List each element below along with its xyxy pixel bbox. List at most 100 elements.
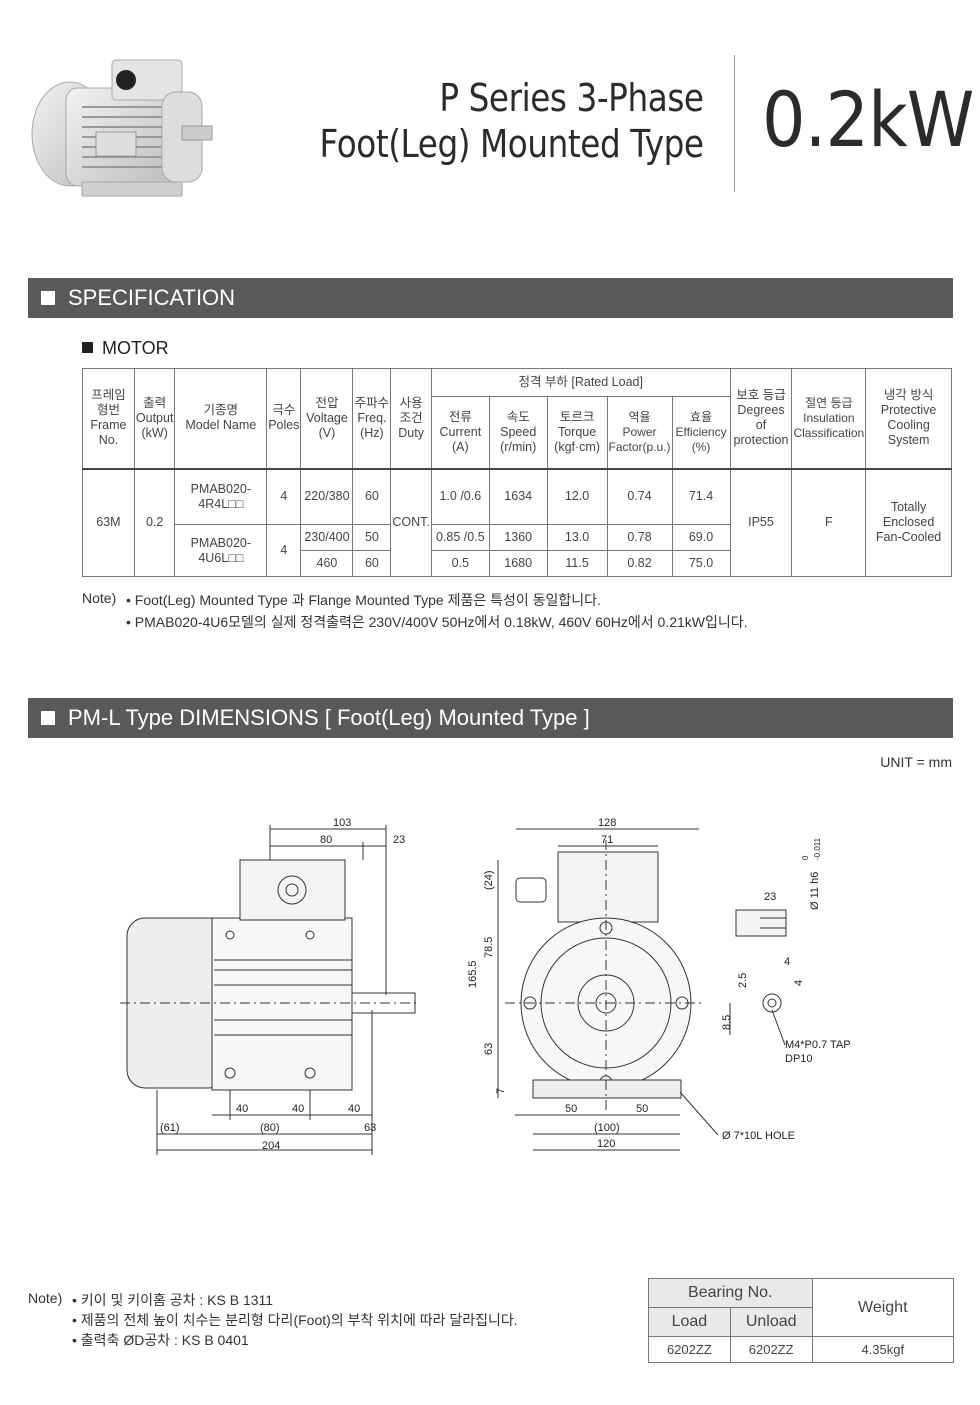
cell-current: 1.0 /0.6 [430,467,490,525]
note-item: • 출력축 ØD공차 : KS B 0401 [72,1332,249,1348]
cell-duty: CONT. [390,467,432,577]
title-divider [734,55,735,192]
motor-subheading: MOTOR [82,338,169,359]
cell-voltage: 220/380 [300,467,354,525]
dim-front-left-d: 7 [495,1088,507,1094]
dim-front-top-a: 71 [601,834,613,846]
bearing-no-header: Bearing No. [648,1278,813,1308]
cell-insulation: F [791,467,867,577]
cell-pf: 0.74 [606,467,673,525]
cell-output: 0.2 [133,467,176,577]
bearing-table: Bearing No. Weight Load Unload 6202ZZ 62… [648,1278,955,1363]
load-value: 6202ZZ [648,1336,731,1363]
cell-model-1: PMAB020-4R4L□□ [174,467,268,525]
dim-shaft-tol-upper: 0 [801,855,810,860]
dim-front-bottom-a: (100) [594,1122,620,1134]
dim-key-h: 4 [793,980,805,986]
dim-shaft-tol-lower: -0.011 [813,837,822,860]
page-title: P Series 3-Phase Foot(Leg) Mounted Type [319,75,705,167]
dim-front-spacing: 50 [565,1103,577,1115]
cell-voltage: 230/400 [300,524,354,551]
dim-shaft-dia: Ø 11 h6 [809,872,821,910]
cell-eff: 75.0 [671,550,731,577]
dim-front-spacing: 50 [636,1103,648,1115]
note-item: • 키이 및 키이홈 공차 : KS B 1311 [72,1292,274,1308]
dim-side-bottom: (80) [260,1122,280,1134]
note-label-2: Note) [28,1290,63,1306]
cell-pf: 0.78 [606,524,673,551]
dim-front-left-b: 78.5 [483,937,495,958]
cell-poles-1: 4 [266,467,302,525]
unload-header: Unload [729,1307,813,1337]
dim-side-spacing: 40 [236,1103,248,1115]
dim-front-bottom-total: 120 [597,1138,615,1150]
cell-freq: 60 [352,467,392,525]
table-row: 460 60 0.5 1680 11.5 0.82 75.0 [83,550,952,577]
note-item: • PMAB020-4U6모델의 실제 정격출력은 230V/400V 50Hz… [126,614,748,630]
dim-side-top-a: 80 [320,834,332,846]
unload-value: 6202ZZ [729,1336,813,1363]
unit-label: UNIT = mm [880,754,952,770]
dim-side-spacing: 40 [292,1103,304,1115]
cell-current: 0.85 /0.5 [430,524,490,551]
dim-dp: DP10 [785,1053,813,1065]
cell-freq: 60 [352,550,392,577]
dimension-drawing: 103 80 23 40 40 40 (61) (80) 63 204 128 … [120,817,851,1155]
power-rating: 0.2kW [762,75,974,164]
cell-speed: 1634 [488,467,548,525]
dim-front-top-total: 128 [598,817,616,829]
section-dimensions: PM-L Type DIMENSIONS [ Foot(Leg) Mounted… [28,698,953,738]
cell-poles-2: 4 [266,524,302,577]
title-line-2: Foot(Leg) Mounted Type [319,122,705,166]
cell-pf: 0.82 [606,550,673,577]
table-row: 63M 0.2 PMAB020-4R4L□□ 4 220/380 60 CONT… [82,467,952,577]
dim-side-top-b: 23 [393,834,405,846]
dim-side-top-total: 103 [333,817,351,829]
dim-tap: M4*P0.7 TAP [785,1039,851,1051]
cell-eff: 71.4 [671,467,731,525]
cell-frame: 63M [82,467,135,577]
dim-key-len: 23 [764,891,776,903]
cell-voltage: 460 [300,550,354,577]
cell-protection: IP55 [729,467,793,577]
note-item: • 제품의 전체 높이 치수는 분리형 다리(Foot)의 부착 위치에 따라 … [72,1312,518,1328]
dim-center: 8.5 [721,1015,733,1030]
cell-model-2: PMAB020-4U6L□□ [174,524,268,577]
dim-front-left-total: 165.5 [467,960,479,988]
cell-eff: 69.0 [671,524,731,551]
motor-subheading-text: MOTOR [102,338,169,358]
section-specification: SPECIFICATION [28,278,953,318]
cell-speed: 1680 [488,550,548,577]
dim-front-left-a: (24) [483,870,495,890]
weight-header: Weight [811,1278,955,1337]
dim-key-w: 4 [784,956,790,968]
cell-current: 0.5 [430,550,490,577]
dim-side-bottom: (61) [160,1122,180,1134]
cell-torque: 13.0 [546,524,608,551]
dim-key-depth: 2.5 [737,973,749,988]
cell-torque: 11.5 [546,550,608,577]
note-item: • Foot(Leg) Mounted Type 과 Flange Mounte… [126,592,601,608]
dim-hole: Ø 7*10L HOLE [722,1130,795,1142]
cell-torque: 12.0 [546,467,608,525]
note-label-1: Note) [82,590,117,606]
title-line-1: P Series 3-Phase [439,76,705,120]
weight-value: 4.35kgf [811,1336,955,1363]
dim-side-bottom: 63 [364,1122,376,1134]
dim-front-left-c: 63 [483,1043,495,1055]
table-row: PMAB020-4U6L□□ 4 230/400 50 0.85 /0.5 13… [83,524,952,577]
